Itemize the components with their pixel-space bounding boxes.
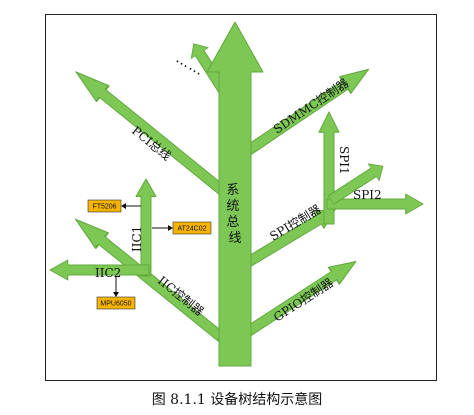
spi2-label: SPI2 [353, 188, 382, 202]
gpio-controller-label: GPIO控制器 [271, 276, 336, 325]
ft5206-label: FT5206 [92, 204, 116, 211]
at24c02-label: AT24C02 [177, 226, 206, 233]
at24c02-chip: AT24C02 [172, 221, 212, 235]
ft5206-connector [121, 203, 141, 209]
system-bus-label: 系 统 总 线 [226, 183, 243, 246]
mpu6050-connector [113, 277, 119, 297]
system-bus-trunk [206, 21, 264, 367]
figure-caption: 图 8.1.1 设备树结构示意图 [151, 392, 323, 408]
iic2-label: IIC2 [95, 266, 121, 280]
device-tree-diagram: …… PCI总线 SDMMC控制器 SPI控制器 SPI1 SPI2 GPIO控… [49, 21, 424, 367]
mpu6050-label: MPU6050 [100, 301, 131, 308]
sdmmc-controller-label: SDMMC控制器 [271, 76, 351, 137]
spi1-label: SPI1 [337, 146, 351, 175]
mpu6050-chip: MPU6050 [96, 296, 136, 310]
iic1-label: IIC1 [130, 226, 144, 252]
pci-bus-arrow [69, 63, 231, 200]
at24c02-connector [152, 225, 173, 231]
ft5206-chip: FT5206 [87, 199, 122, 213]
